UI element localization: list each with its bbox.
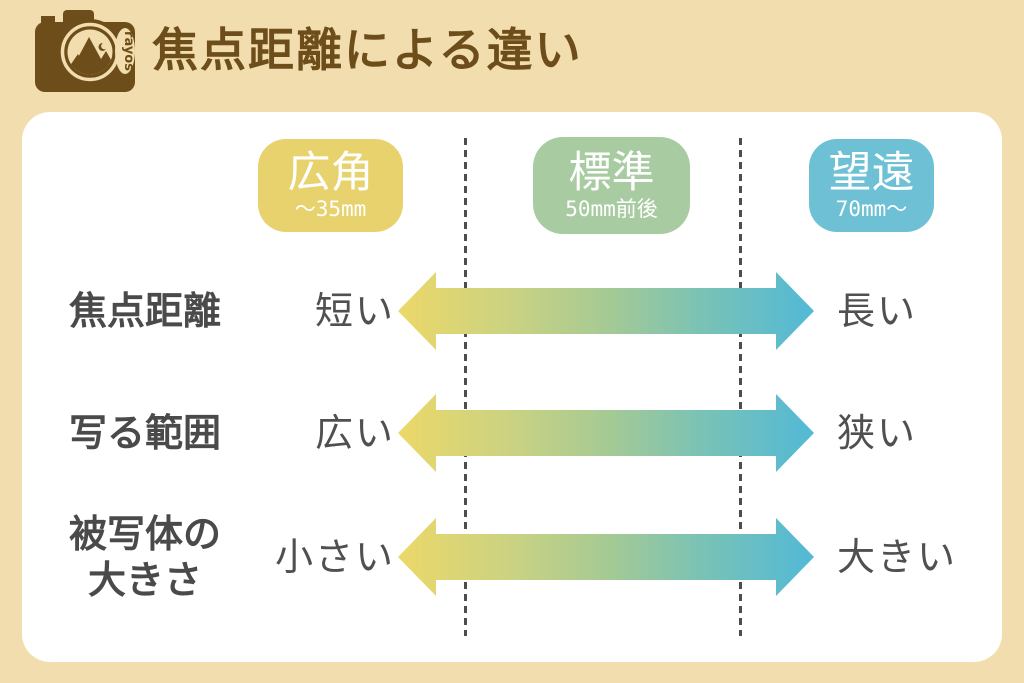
row1-left-value: 短い — [314, 289, 395, 333]
logo-text: rayos — [121, 31, 136, 71]
badge-standard-range: 50mm前後 — [565, 197, 658, 221]
row3-right-value: 大きい — [837, 535, 958, 579]
row-label-line: 被写体の — [68, 512, 221, 556]
row2-left-value: 広い — [314, 411, 395, 455]
column-divider-right — [739, 138, 742, 636]
row2-right-value: 狭い — [837, 411, 918, 455]
mountains-glyph — [67, 37, 113, 75]
badge-standard: 標準 50mm前後 — [533, 137, 690, 234]
page-title: 焦点距離による違い — [152, 23, 583, 77]
row-label-subject-size: 被写体の 大きさ — [55, 511, 235, 603]
badge-wide-angle: 広角 〜35mm — [258, 139, 403, 232]
row3-left-value: 小さい — [274, 535, 395, 579]
column-divider-left — [464, 138, 467, 636]
row-label-line: 写る範囲 — [68, 411, 221, 455]
badge-wide-angle-name: 広角 — [287, 148, 374, 198]
badge-telephoto-name: 望遠 — [828, 148, 915, 198]
row-label-focal-length: 焦点距離 — [55, 288, 235, 334]
row-label-line: 焦点距離 — [68, 289, 221, 333]
badge-telephoto-range: 70mm〜 — [835, 197, 908, 221]
row-label-captured-range: 写る範囲 — [55, 410, 235, 456]
badge-standard-name: 標準 — [568, 148, 655, 198]
badge-wide-angle-range: 〜35mm — [294, 197, 367, 221]
row1-right-value: 長い — [837, 289, 918, 333]
row-label-line: 大きさ — [87, 558, 202, 602]
badge-telephoto: 望遠 70mm〜 — [809, 139, 934, 232]
camera-logo-icon: rayos — [35, 10, 136, 92]
